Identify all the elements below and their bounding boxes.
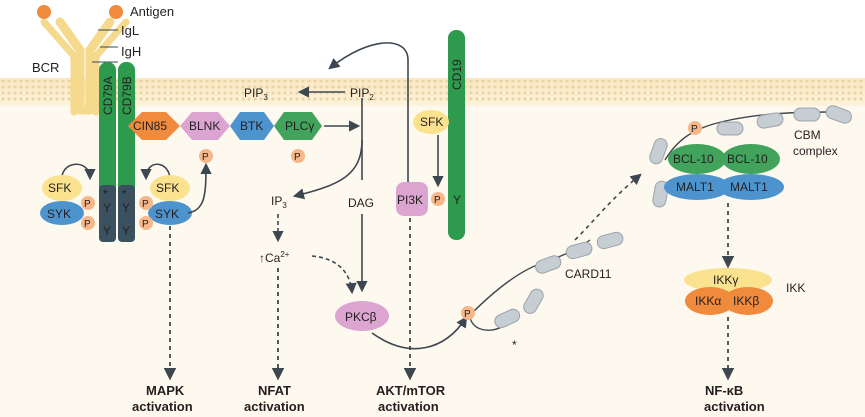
calcium-arrows — [271, 214, 357, 381]
right-sfk-syk — [139, 162, 212, 230]
dag-label: DAG — [348, 196, 374, 210]
antigen-left — [37, 5, 51, 19]
sfk-right-label: SFK — [156, 181, 179, 195]
bcr-label: BCR — [32, 60, 59, 75]
sfk-left-label: SFK — [48, 181, 71, 195]
cd19-label: CD19 — [450, 59, 464, 90]
itam-y-a1: Y — [103, 201, 111, 215]
pkcb-to-card11-arrow — [371, 316, 468, 350]
ikkb-label: IKKβ — [733, 294, 759, 308]
cin85-label: CIN85 — [133, 119, 167, 133]
pkcb-label: PKCβ — [345, 310, 377, 324]
star-card11: * — [512, 338, 517, 352]
mapk-activation: activation — [132, 399, 193, 414]
left-sfk-syk — [40, 163, 96, 230]
star-cd79b: * — [122, 187, 127, 201]
pip2-label: PIP2 — [350, 86, 374, 102]
itam-y-a2: Y — [103, 224, 111, 238]
btk-label: BTK — [240, 119, 263, 133]
y-cd19: Y — [453, 193, 461, 207]
akt-activation: activation — [378, 399, 439, 414]
antigen-label: Antigen — [130, 4, 174, 19]
syk-right-label: SYK — [155, 207, 179, 221]
ikka-label: IKKα — [695, 294, 721, 308]
card11-label: CARD11 — [565, 267, 612, 281]
cbm-complex — [649, 105, 852, 269]
cd79b-label: CD79B — [120, 76, 134, 115]
p-right-1: P — [142, 199, 149, 210]
antigen-right — [109, 5, 123, 19]
calcium-label: ↑Ca2+ — [259, 250, 290, 265]
mapk-output: MAPK — [146, 383, 185, 398]
signalosome — [128, 112, 322, 163]
igl-label: IgL — [121, 23, 139, 38]
nfat-output: NFAT — [258, 383, 291, 398]
ikk-label: IKK — [786, 281, 805, 295]
nfkb-output: NF-κB — [705, 383, 743, 398]
ikk-complex — [684, 268, 773, 381]
nfat-activation: activation — [244, 399, 305, 414]
p-cd19: P — [434, 195, 441, 206]
star-cd79a: * — [103, 187, 108, 201]
ikkg-label: IKKγ — [713, 273, 738, 287]
malt1-left-label: MALT1 — [676, 180, 714, 194]
p-right-2: P — [142, 219, 149, 230]
akt-output: AKT/mTOR — [376, 383, 446, 398]
cd19-coreceptor — [396, 30, 465, 381]
itam-y-b1: Y — [122, 201, 130, 215]
malt1-right-label: MALT1 — [730, 180, 768, 194]
blnk-label: BLNK — [189, 119, 220, 133]
p-left-1: P — [84, 199, 91, 210]
pip3-label: PIP3 — [244, 86, 268, 102]
igh-label: IgH — [121, 44, 141, 59]
bcr-receptor — [37, 5, 130, 116]
plcg-label: PLCγ — [285, 119, 314, 133]
lipid-arrows — [292, 42, 409, 293]
bcl10-right-label: BCL-10 — [727, 152, 768, 166]
cd79-chains — [99, 62, 135, 242]
card11-chain — [461, 173, 642, 331]
cbm-label: CBM — [794, 128, 821, 142]
ip3-label: IP3 — [271, 194, 287, 210]
p-blnk: P — [202, 152, 209, 163]
syk-left-label: SYK — [47, 207, 71, 221]
pi3k-label: PI3K — [397, 193, 423, 207]
p-plcg: P — [294, 152, 301, 163]
bcl10-left-label: BCL-10 — [673, 152, 714, 166]
p-card11: P — [464, 309, 471, 320]
p-left-2: P — [84, 219, 91, 230]
sfk-cd19-label: SFK — [420, 115, 443, 129]
itam-y-b2: Y — [122, 224, 130, 238]
cbm-complex-label: complex — [793, 144, 838, 158]
pkcb-node — [335, 301, 389, 331]
nfkb-activation: activation — [704, 399, 765, 414]
p-cbm: P — [691, 124, 698, 135]
cd79a-label: CD79A — [101, 76, 115, 115]
